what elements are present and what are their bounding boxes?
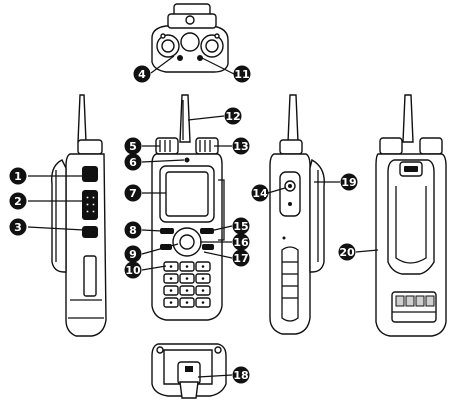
callout-16: 16 [232, 233, 250, 251]
callout-15-text: 15 [233, 220, 248, 233]
callout-15: 15 [232, 217, 250, 235]
rear-view [375, 94, 447, 337]
callout-12-text: 12 [225, 110, 240, 123]
callout-11-text: 11 [234, 68, 249, 81]
callout-2-text: 2 [14, 195, 22, 208]
callout-19-text: 19 [341, 176, 356, 189]
callout-8-text: 8 [129, 224, 137, 237]
callout-14-text: 14 [252, 187, 268, 200]
right-side-view [269, 94, 325, 335]
callout-2: 2 [9, 192, 27, 210]
callout-5: 5 [124, 137, 142, 155]
callout-1: 1 [9, 167, 27, 185]
callout-18: 18 [232, 366, 250, 384]
callout-9: 9 [124, 245, 142, 263]
callout-18-text: 18 [233, 369, 248, 382]
left-side-view [51, 94, 107, 337]
callout-3: 3 [9, 218, 27, 236]
callout-6-text: 6 [129, 156, 137, 169]
callout-11: 11 [233, 65, 251, 83]
keypad [163, 261, 211, 308]
callout-6: 6 [124, 153, 142, 171]
top-view [151, 3, 229, 73]
callout-8: 8 [124, 221, 142, 239]
callout-13-text: 13 [233, 140, 248, 153]
callout-3-text: 3 [14, 221, 22, 234]
callout-16-text: 16 [233, 236, 249, 249]
callout-7-text: 7 [129, 187, 137, 200]
callout-9-text: 9 [129, 248, 137, 261]
callout-13: 13 [232, 137, 250, 155]
callout-17-text: 17 [233, 252, 248, 265]
bottom-view [151, 343, 227, 399]
callout-19: 19 [340, 173, 358, 191]
callout-10-text: 10 [125, 264, 141, 277]
front-view [151, 94, 225, 321]
callout-10: 10 [124, 261, 142, 279]
callout-4: 4 [133, 65, 151, 83]
callout-20-text: 20 [339, 246, 355, 259]
callout-1-text: 1 [14, 170, 22, 183]
callout-12: 12 [224, 107, 242, 125]
callout-7: 7 [124, 184, 142, 202]
callout-4-text: 4 [138, 68, 146, 81]
callout-17: 17 [232, 249, 250, 267]
callout-14: 14 [251, 184, 269, 202]
callout-20: 20 [338, 243, 356, 261]
callout-5-text: 5 [129, 140, 137, 153]
